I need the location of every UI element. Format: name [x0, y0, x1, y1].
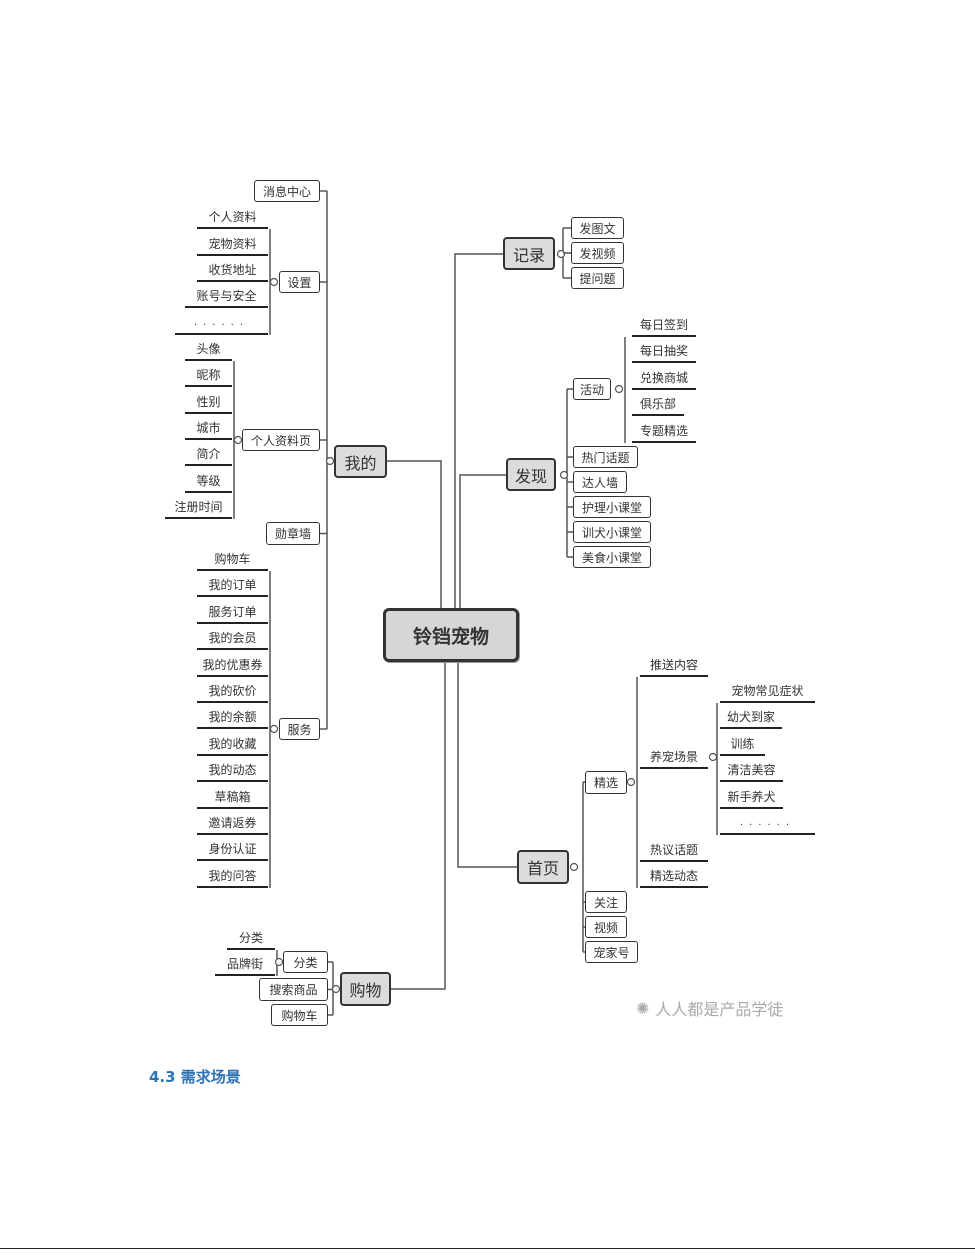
scene-item[interactable]: 清洁美容: [720, 762, 783, 782]
ellipsis-node[interactable]: ······: [720, 815, 815, 835]
activity-item[interactable]: 俱乐部: [632, 396, 684, 416]
branch-shopping[interactable]: 购物: [340, 972, 391, 1006]
mine-child-node[interactable]: 个人资料页: [242, 429, 320, 451]
collapse-toggle-icon[interactable]: [708, 752, 718, 762]
shopping-item[interactable]: 搜索商品: [259, 978, 328, 1001]
activity-item[interactable]: 每日签到: [632, 317, 696, 337]
activity-item[interactable]: 兑换商城: [632, 370, 696, 390]
service-item[interactable]: 草稿箱: [197, 789, 268, 809]
watermark-text: 人人都是产品学徒: [655, 1000, 784, 1019]
discover-item[interactable]: 热门话题: [573, 446, 638, 468]
collapse-toggle-icon[interactable]: [614, 384, 624, 394]
settings-item[interactable]: 账号与安全: [185, 288, 268, 308]
discover-item[interactable]: 达人墙: [573, 471, 627, 493]
branch-discover[interactable]: 发现: [506, 458, 556, 491]
page-bottom-rule: [0, 1248, 975, 1249]
collapse-toggle-icon[interactable]: [274, 957, 284, 967]
mine-child-node[interactable]: 消息中心: [254, 180, 320, 202]
home-item[interactable]: 视频: [585, 916, 627, 938]
discover-item[interactable]: 训犬小课堂: [573, 521, 651, 543]
profile-item[interactable]: 头像: [185, 341, 232, 361]
featured-item[interactable]: 精选动态: [640, 868, 708, 888]
discover-item[interactable]: 护理小课堂: [573, 496, 651, 518]
profile-item[interactable]: 注册时间: [165, 499, 232, 519]
discover-activity[interactable]: 活动: [573, 378, 611, 400]
profile-item[interactable]: 性别: [185, 394, 232, 414]
connector-line: [457, 662, 517, 868]
shopping-item[interactable]: 购物车: [271, 1004, 328, 1026]
scene-item[interactable]: 幼犬到家: [720, 709, 782, 729]
activity-item[interactable]: 每日抽奖: [632, 343, 696, 363]
settings-item[interactable]: 宠物资料: [197, 236, 268, 256]
service-item[interactable]: 我的优惠券: [197, 657, 268, 677]
mine-child-node[interactable]: 服务: [279, 718, 320, 740]
service-item[interactable]: 我的砍价: [197, 683, 268, 703]
home-item[interactable]: 宠家号: [585, 941, 638, 963]
connector-line: [454, 253, 503, 608]
collapse-toggle-icon[interactable]: [269, 277, 279, 287]
service-item[interactable]: 我的收藏: [197, 736, 268, 756]
mine-child-node[interactable]: 勋章墙: [266, 522, 320, 545]
profile-item[interactable]: 简介: [185, 446, 232, 467]
featured-scenes[interactable]: 养宠场景: [640, 749, 708, 769]
service-item[interactable]: 我的余额: [197, 709, 268, 730]
connector-line: [387, 460, 442, 608]
profile-item[interactable]: 城市: [185, 420, 232, 440]
featured-item[interactable]: 推送内容: [640, 657, 708, 677]
wechat-logo-icon: ✺: [636, 998, 650, 1018]
branch-record[interactable]: 记录: [503, 237, 555, 270]
record-item[interactable]: 发图文: [571, 217, 624, 239]
service-item[interactable]: 服务订单: [197, 604, 268, 624]
discover-item[interactable]: 美食小课堂: [573, 546, 651, 568]
service-item[interactable]: 我的动态: [197, 762, 268, 783]
collapse-toggle-icon[interactable]: [556, 249, 566, 259]
collapse-toggle-icon[interactable]: [331, 984, 341, 994]
profile-item[interactable]: 昵称: [185, 367, 232, 388]
service-item[interactable]: 我的会员: [197, 630, 268, 651]
connector-line: [459, 474, 506, 608]
service-item[interactable]: 身份认证: [197, 841, 268, 862]
branch-mine[interactable]: 我的: [334, 445, 387, 478]
shopping-item[interactable]: 分类: [283, 951, 328, 973]
scene-item[interactable]: 训练: [720, 736, 765, 756]
collapse-toggle-icon[interactable]: [626, 777, 636, 787]
settings-item[interactable]: 个人资料: [197, 209, 268, 229]
collapse-toggle-icon[interactable]: [269, 724, 279, 734]
service-item[interactable]: 购物车: [197, 551, 268, 571]
root-node[interactable]: 铃铛宠物: [383, 608, 519, 662]
category-item[interactable]: 分类: [227, 930, 275, 950]
collapse-toggle-icon[interactable]: [233, 435, 243, 445]
record-item[interactable]: 提问题: [571, 267, 624, 289]
featured-item[interactable]: 热议话题: [640, 842, 708, 862]
home-featured[interactable]: 精选: [585, 771, 627, 794]
scene-item[interactable]: 宠物常见症状: [720, 683, 815, 703]
collapse-toggle-icon[interactable]: [569, 862, 579, 872]
record-item[interactable]: 发视频: [571, 242, 624, 264]
settings-item[interactable]: 收货地址: [197, 262, 268, 282]
collapse-toggle-icon[interactable]: [559, 470, 569, 480]
connector-line: [391, 662, 446, 990]
home-item[interactable]: 关注: [585, 891, 627, 913]
section-heading: 4.3 需求场景: [149, 1068, 241, 1086]
ellipsis-node[interactable]: ······: [175, 315, 268, 335]
category-item[interactable]: 品牌街: [215, 956, 275, 976]
branch-home[interactable]: 首页: [517, 850, 569, 884]
service-item[interactable]: 我的订单: [197, 577, 268, 598]
service-item[interactable]: 我的问答: [197, 868, 268, 888]
watermark: ✺ 人人都是产品学徒: [636, 996, 783, 1020]
scene-item[interactable]: 新手养犬: [720, 789, 783, 809]
mine-child-node[interactable]: 设置: [279, 271, 320, 293]
activity-item[interactable]: 专题精选: [632, 423, 696, 443]
service-item[interactable]: 邀请返券: [197, 815, 268, 835]
collapse-toggle-icon[interactable]: [325, 456, 335, 466]
profile-item[interactable]: 等级: [185, 473, 232, 493]
